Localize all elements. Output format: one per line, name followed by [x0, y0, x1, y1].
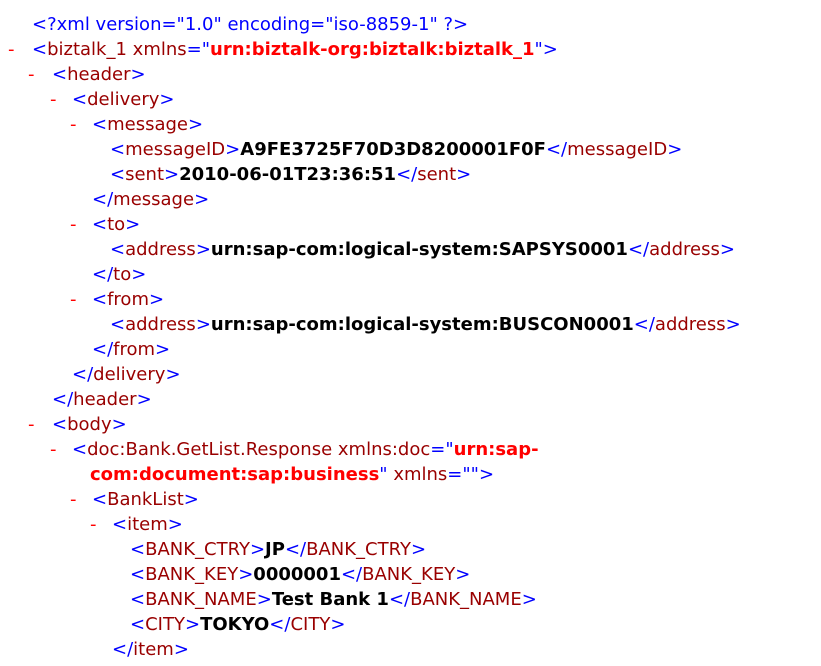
collapse-toggle-body[interactable]: - [28, 414, 35, 435]
element-city: <CITY>TOKYO</CITY> [130, 614, 346, 635]
messageID-value: A9FE3725F70D3D8200001F0F [240, 139, 546, 160]
element-biztalk-open: <biztalk_1 xmlns="urn:biztalk-org:biztal… [32, 39, 558, 60]
sent-value: 2010-06-01T23:36:51 [179, 164, 397, 185]
element-to-open: <to> [92, 214, 141, 235]
element-banklist-open: <BankList> [92, 489, 199, 510]
element-message-open: <message> [92, 114, 204, 135]
bank-name-value: Test Bank 1 [271, 589, 389, 610]
attr-name: xmlns [132, 39, 187, 60]
collapse-toggle-response[interactable]: - [50, 439, 57, 460]
collapse-toggle-item[interactable]: - [90, 514, 97, 535]
element-from-close: </from> [92, 339, 171, 360]
element-header-close: </header> [52, 389, 152, 410]
bank-key-value: 0000001 [253, 564, 341, 585]
element-response-open-cont: com:document:sap:business" xmlns=""> [90, 464, 495, 485]
collapse-toggle-delivery[interactable]: - [50, 89, 57, 110]
city-value: TOKYO [200, 614, 270, 635]
to-address-value: urn:sap-com:logical-system:SAPSYS0001 [210, 239, 628, 260]
element-bank-ctry: <BANK_CTRY>JP</BANK_CTRY> [130, 539, 427, 560]
element-messageID: <messageID>A9FE3725F70D3D8200001F0F</mes… [110, 139, 683, 160]
collapse-toggle-message[interactable]: - [70, 114, 77, 135]
bank-ctry-value: JP [265, 539, 285, 560]
element-from-address: <address>urn:sap-com:logical-system:BUSC… [110, 314, 741, 335]
element-item-close: </item> [112, 639, 189, 660]
attr-value: urn:biztalk-org:biztalk:biztalk_1 [210, 39, 535, 60]
element-from-open: <from> [92, 289, 165, 310]
collapse-toggle-banklist[interactable]: - [70, 489, 77, 510]
element-body-open: <body> [52, 414, 127, 435]
element-bank-key: <BANK_KEY>0000001</BANK_KEY> [130, 564, 471, 585]
element-delivery-close: </delivery> [72, 364, 181, 385]
xml-declaration: <?xml version="1.0" encoding="iso-8859-1… [32, 14, 469, 35]
element-header-open: <header> [52, 64, 146, 85]
tag-name: biztalk_1 [47, 39, 127, 60]
element-bank-name: <BANK_NAME>Test Bank 1</BANK_NAME> [130, 589, 537, 610]
collapse-toggle-biztalk[interactable]: - [8, 39, 15, 60]
element-response-open: <doc:Bank.GetList.Response xmlns:doc="ur… [72, 439, 539, 460]
element-message-close: </message> [92, 189, 210, 210]
xml-declaration-text: xml version="1.0" encoding="iso-8859-1" [56, 14, 444, 35]
element-to-address: <address>urn:sap-com:logical-system:SAPS… [110, 239, 735, 260]
element-delivery-open: <delivery> [72, 89, 175, 110]
collapse-toggle-to[interactable]: - [70, 214, 77, 235]
collapse-toggle-header[interactable]: - [28, 64, 35, 85]
element-to-close: </to> [92, 264, 147, 285]
element-item-open: <item> [112, 514, 183, 535]
from-address-value: urn:sap-com:logical-system:BUSCON0001 [210, 314, 634, 335]
collapse-toggle-from[interactable]: - [70, 289, 77, 310]
element-sent: <sent>2010-06-01T23:36:51</sent> [110, 164, 472, 185]
